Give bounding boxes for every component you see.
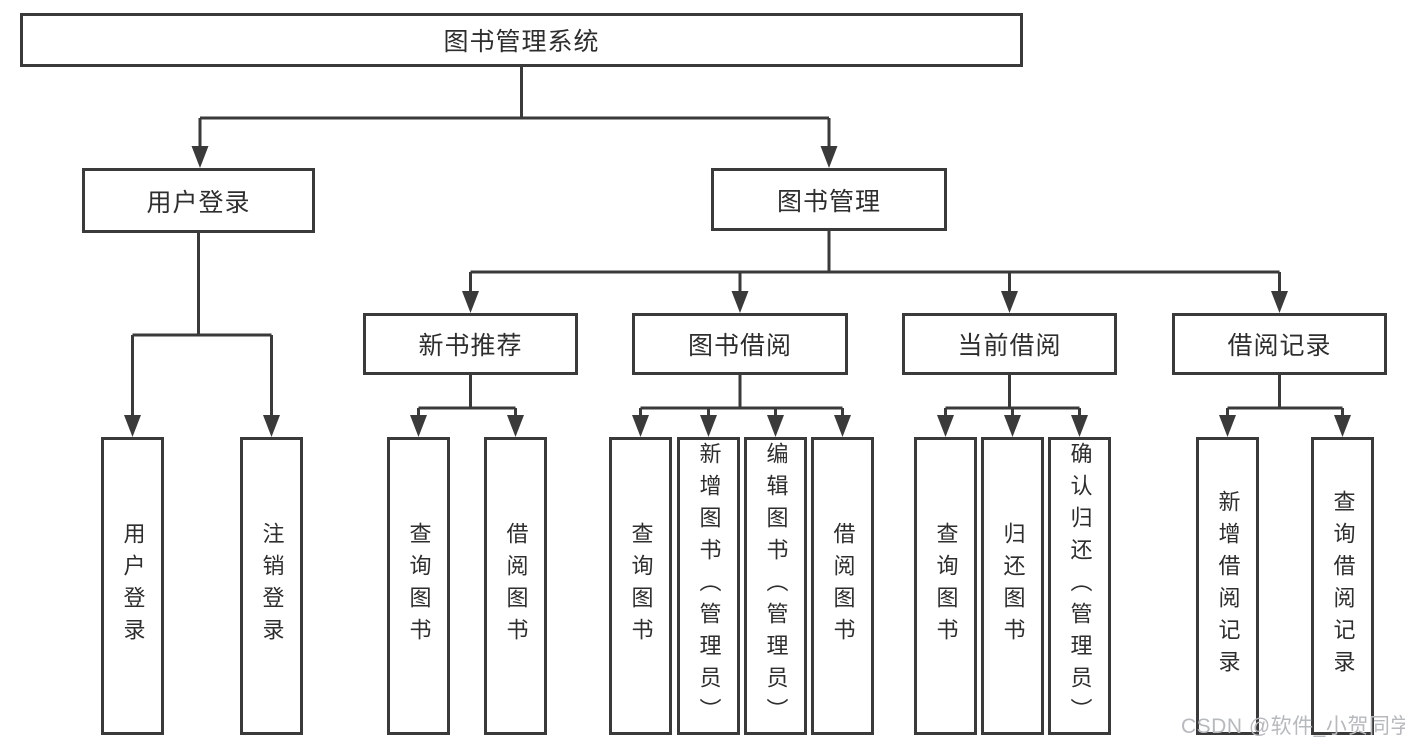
leaf-borrow-books: 借阅图书	[811, 437, 874, 735]
leaf-confirm-return-admin: 确认归还（管理员）	[1048, 437, 1111, 735]
leaf-query-books-current: 查询图书	[914, 437, 977, 735]
leaf-query-books-borrow: 查询图书	[609, 437, 672, 735]
node-book-management: 图书管理	[711, 168, 947, 231]
leaf-logout: 注销登录	[240, 437, 303, 735]
leaf-query-borrow-record: 查询借阅记录	[1311, 437, 1374, 735]
leaf-edit-books-admin: 编辑图书（管理员）	[744, 437, 807, 735]
node-current-borrowing: 当前借阅	[902, 313, 1117, 375]
node-borrowing-records: 借阅记录	[1172, 313, 1387, 375]
node-library-management-system: 图书管理系统	[20, 13, 1023, 67]
node-new-book-recommendation: 新书推荐	[363, 313, 578, 375]
leaf-query-books-rec: 查询图书	[387, 437, 450, 735]
arrowheads	[124, 146, 1351, 437]
leaf-user-login: 用户登录	[101, 437, 164, 735]
leaf-add-borrow-record: 新增借阅记录	[1196, 437, 1259, 735]
leaf-add-books-admin: 新增图书（管理员）	[677, 437, 740, 735]
node-book-borrowing: 图书借阅	[632, 313, 848, 375]
leaf-borrow-books-rec: 借阅图书	[484, 437, 547, 735]
csdn-watermark: CSDN @软件_小贺同学	[1181, 715, 1405, 738]
leaf-return-books: 归还图书	[981, 437, 1044, 735]
node-user-login: 用户登录	[82, 168, 315, 233]
